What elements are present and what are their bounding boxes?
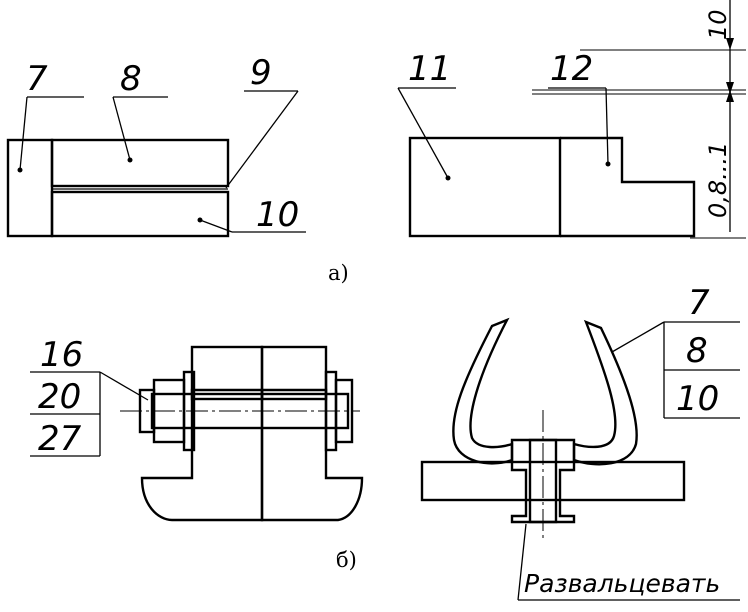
composite-plate [420,460,686,502]
dimension-side: 0,8...1 [704,142,732,218]
leaders-a-left [17,90,306,233]
caption-a: а) [328,261,349,285]
label-7: 7 [26,59,48,99]
figure-a-joint-right: 11 12 10 0,8...1 [397,0,746,239]
label-16: 16 [40,335,83,375]
label-27: 27 [38,419,82,459]
figure-b-riveted-bracket [420,317,740,601]
label-bracket-7: 7 [688,283,710,323]
part-12-outline [560,136,696,238]
bolt-shank [150,392,350,430]
part-7-section [6,138,54,238]
leaders-a-right [397,87,611,181]
label-11: 11 [408,49,451,89]
part-11-outline [408,136,562,238]
label-9: 9 [250,53,272,93]
dimension-lines [532,0,746,239]
label-12: 12 [550,49,593,89]
note-flare: Развальцевать [524,569,720,598]
dimension-top: 10 [704,9,732,40]
caption-b: б) [336,548,357,572]
label-bracket-8: 8 [686,331,708,371]
label-8: 8 [120,59,142,99]
label-10: 10 [256,195,299,235]
figure-a-joint-left: 7 8 9 10 [6,53,306,238]
figure-b-bolted-joint [30,345,364,522]
part-10-section [50,190,230,238]
part-8-section [50,138,230,188]
label-bracket-10: 10 [676,379,719,419]
label-20: 20 [38,377,81,417]
